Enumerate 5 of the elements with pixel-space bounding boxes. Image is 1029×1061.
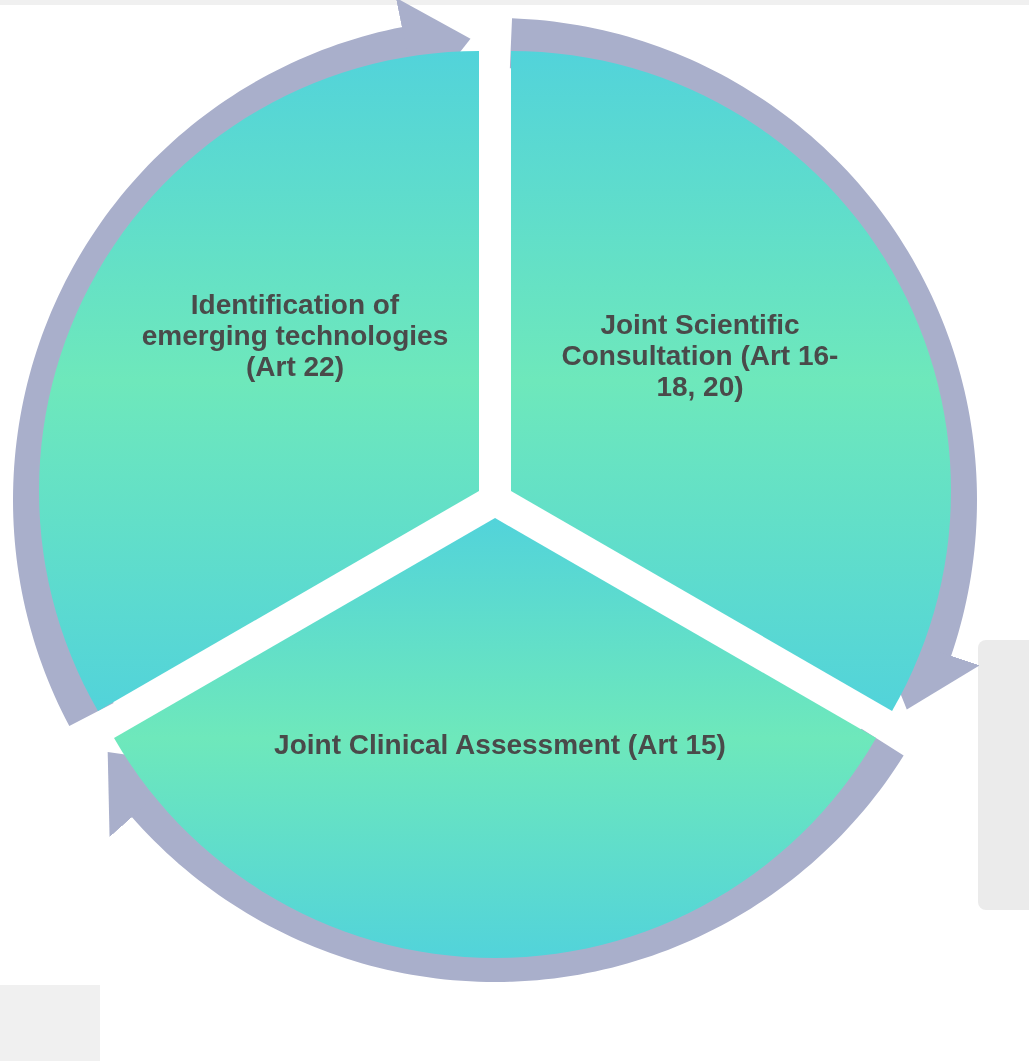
sector-segment [113, 518, 877, 958]
segment-label: Identification of emerging technologies (Art 22) [140, 290, 450, 383]
segment-label: Joint Clinical Assessment (Art 15) [273, 730, 727, 761]
segment-label: Joint Scientific Consultation (Art 16-18, 20) [560, 310, 840, 403]
sector-segment [39, 51, 480, 711]
